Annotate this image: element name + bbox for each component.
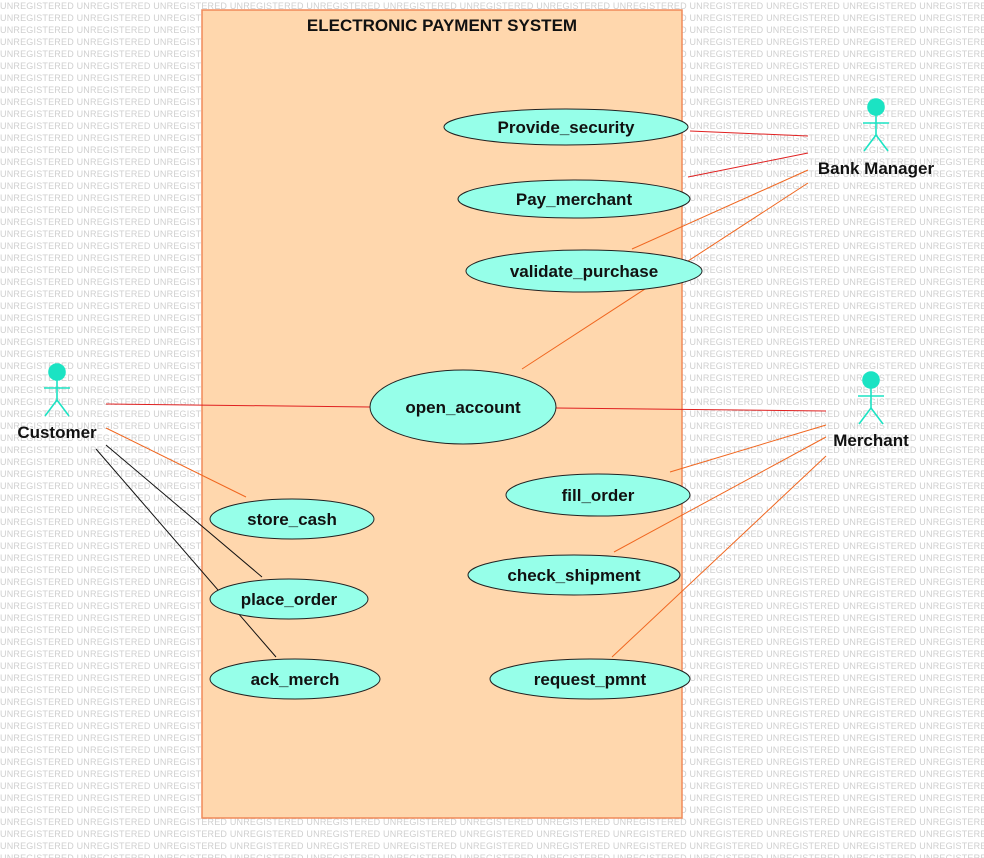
use-case-open-account[interactable]: open_account	[369, 369, 557, 445]
actor-bank-manager[interactable]: Bank Manager	[818, 98, 935, 178]
use-case-fill-order[interactable]: fill_order	[505, 473, 691, 517]
stick-figure-icon	[858, 371, 884, 425]
assoc-bank-manager-pay-merchant[interactable]	[687, 152, 809, 178]
use-case-label: request_pmnt	[534, 670, 647, 689]
associations	[95, 130, 827, 658]
use-case-provide-security[interactable]: Provide_security	[443, 108, 689, 146]
assoc-bank-manager-provide-security[interactable]	[689, 130, 809, 137]
stick-figure-icon	[863, 98, 889, 152]
use-case-place-order[interactable]: place_order	[209, 578, 369, 620]
stick-figure-icon	[44, 363, 70, 417]
use-case-label: store_cash	[247, 510, 337, 529]
actor-label: Bank Manager	[818, 159, 935, 178]
use-case-validate-purchase[interactable]: validate_purchase	[465, 249, 703, 293]
use-case-label: Pay_merchant	[516, 190, 633, 209]
assoc-merchant-check-shipment[interactable]	[613, 436, 827, 553]
assoc-merchant-open-account[interactable]	[555, 407, 827, 412]
actor-merchant[interactable]: Merchant	[833, 371, 909, 450]
use-case-request-pmnt[interactable]: request_pmnt	[489, 658, 691, 700]
actor-customer[interactable]: Customer	[17, 363, 97, 442]
use-case-label: check_shipment	[507, 566, 641, 585]
use-case-label: place_order	[241, 590, 338, 609]
assoc-customer-ack-merch[interactable]	[95, 448, 277, 658]
use-case-label: open_account	[405, 398, 521, 417]
assoc-customer-place-order[interactable]	[105, 444, 263, 578]
use-case-store-cash[interactable]: store_cash	[209, 498, 375, 540]
assoc-merchant-request-pmnt[interactable]	[611, 455, 827, 658]
assoc-merchant-fill-order[interactable]	[669, 424, 827, 473]
use-case-check-shipment[interactable]: check_shipment	[467, 554, 681, 596]
assoc-customer-open-account[interactable]	[105, 403, 371, 408]
use-case-ack-merch[interactable]: ack_merch	[209, 658, 381, 700]
use-case-label: validate_purchase	[510, 262, 658, 281]
use-case-label: Provide_security	[497, 118, 635, 137]
assoc-customer-store-cash[interactable]	[105, 427, 247, 498]
use-case-pay-merchant[interactable]: Pay_merchant	[457, 179, 691, 219]
use-cases: Provide_security Pay_merchant validate_p…	[209, 108, 703, 700]
use-case-label: fill_order	[562, 486, 635, 505]
actor-label: Merchant	[833, 431, 909, 450]
system-title: ELECTRONIC PAYMENT SYSTEM	[307, 16, 577, 35]
assoc-bank-manager-validate-purchase[interactable]	[631, 169, 809, 250]
use-case-label: ack_merch	[251, 670, 340, 689]
actor-label: Customer	[17, 423, 97, 442]
